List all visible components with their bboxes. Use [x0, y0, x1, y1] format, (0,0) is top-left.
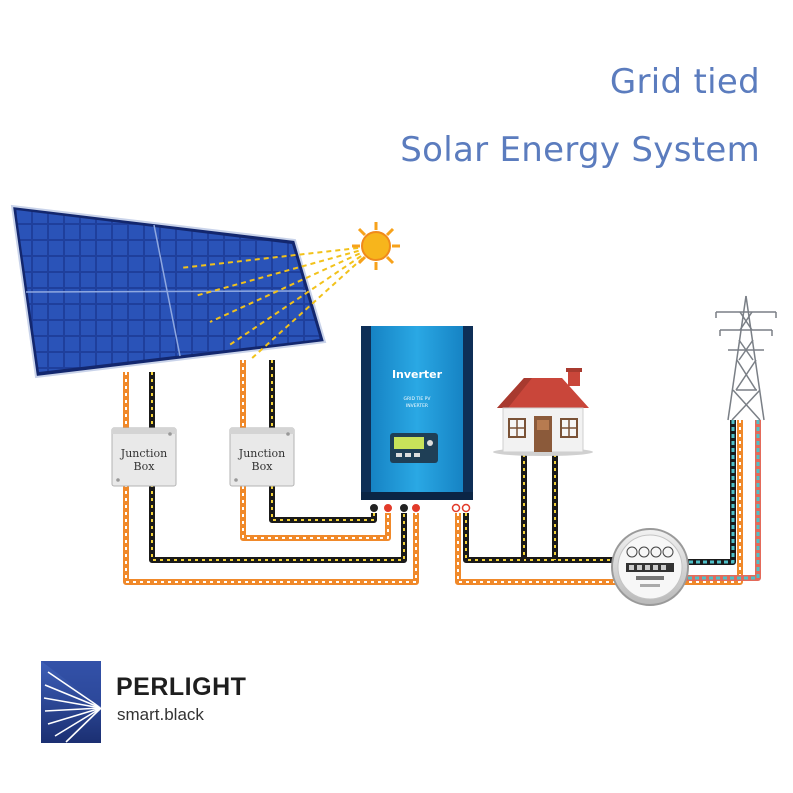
inverter-label: Inverter: [392, 368, 443, 381]
inverter-sub2: INVERTER: [406, 403, 428, 409]
perlight-logo-icon: [41, 661, 102, 743]
power-tower-icon: [715, 295, 777, 421]
inverter-sub1: GRID TIE PV: [404, 396, 432, 402]
house-icon: [493, 368, 593, 456]
title-solar-energy-system: Solar Energy System: [400, 130, 760, 170]
electric-meter-icon: [611, 528, 689, 606]
sun-icon: [352, 222, 400, 270]
junction-box-1-line1: Junction: [120, 447, 167, 460]
sun-rays: [179, 245, 377, 361]
junction-box-icon: Junction Box: [111, 427, 177, 487]
brand-name: PERLIGHT: [116, 673, 247, 701]
junction-box-2-line1: Junction: [238, 447, 285, 460]
junction-box-2-line2: Box: [252, 460, 274, 473]
junction-box-1-line2: Box: [134, 460, 156, 473]
brand-tagline: smart.black: [117, 705, 204, 724]
title-grid-tied: Grid tied: [609, 62, 760, 102]
inverter-icon: Inverter GRID TIE PV INVERTER: [361, 326, 473, 513]
junction-box-icon: Junction Box: [229, 427, 295, 487]
grid-wires: [680, 420, 736, 565]
